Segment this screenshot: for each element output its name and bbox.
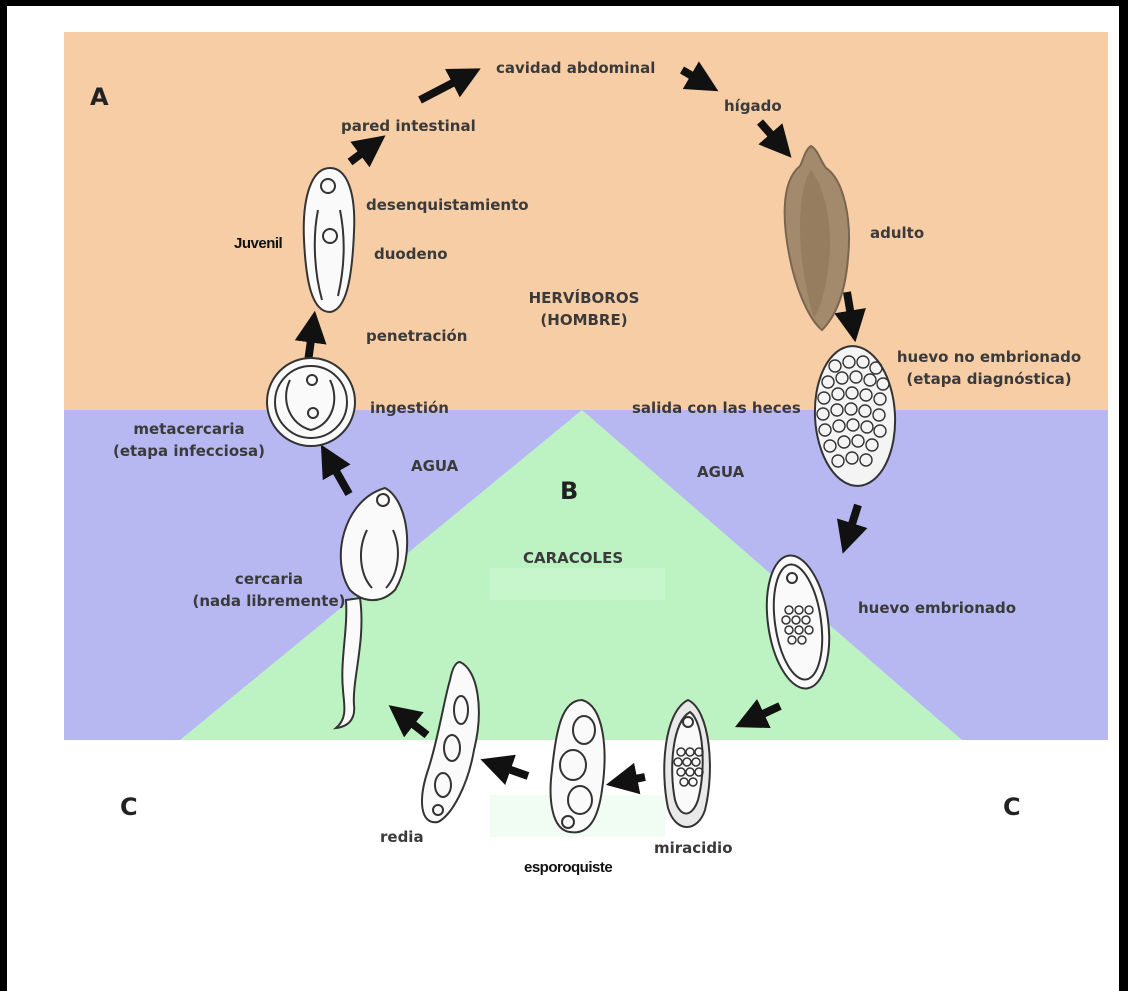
cercaria-label: cercaria (nada libremente) [184,568,354,612]
hervivoros-label: HERVÍBOROS (HOMBRE) [520,287,648,331]
desenquistamiento-label: desenquistamiento [366,194,529,216]
cavidad-abdominal-label: cavidad abdominal [496,57,655,79]
caracoles-label-box [490,568,665,600]
agua-left-label: AGUA [411,455,458,477]
juvenil-label: Juvenil [234,233,282,255]
caracoles-label: CARACOLES [523,547,623,569]
higado-label: hígado [724,95,782,117]
huevo-no-embrionado-line2: (etapa diagnóstica) [880,368,1098,390]
huevo-no-embrionado-label: huevo no embrionado (etapa diagnóstica) [880,346,1098,390]
hervivoros-line1: HERVÍBOROS [520,287,648,309]
zone-c-right-label: C [1003,796,1021,818]
salida-heces-label: salida con las heces [632,397,801,419]
redia-label: redia [380,826,424,848]
huevo-embrionado-label: huevo embrionado [858,597,1016,619]
ingestion-label: ingestión [370,397,449,419]
arrow-to-esporoquiste [620,777,645,782]
duodeno-label: duodeno [374,243,448,265]
metacercaria-label: metacercaria (etapa infecciosa) [100,418,278,462]
penetracion-label: penetración [366,325,467,347]
metacercaria-illustration [267,358,355,446]
hervivoros-line2: (HOMBRE) [520,309,648,331]
miracidio-label: miracidio [654,837,733,859]
juvenil-illustration [304,168,355,312]
arrow-to-juvenil [308,325,313,362]
adulto-label: adulto [870,222,924,244]
cercaria-line2: (nada libremente) [184,590,354,612]
metacercaria-line1: metacercaria [100,418,278,440]
cercaria-line1: cercaria [184,568,354,590]
agua-right-label: AGUA [697,461,744,483]
zone-b-label: B [560,480,578,502]
esporoquiste-label: esporoquiste [524,857,612,879]
pared-intestinal-label: pared intestinal [341,115,476,137]
metacercaria-line2: (etapa infecciosa) [100,440,278,462]
huevo-no-embrionado-line1: huevo no embrionado [880,346,1098,368]
zone-c-left-label: C [120,796,138,818]
arrow-to-redia [494,764,528,776]
zone-a-label: A [90,86,109,108]
